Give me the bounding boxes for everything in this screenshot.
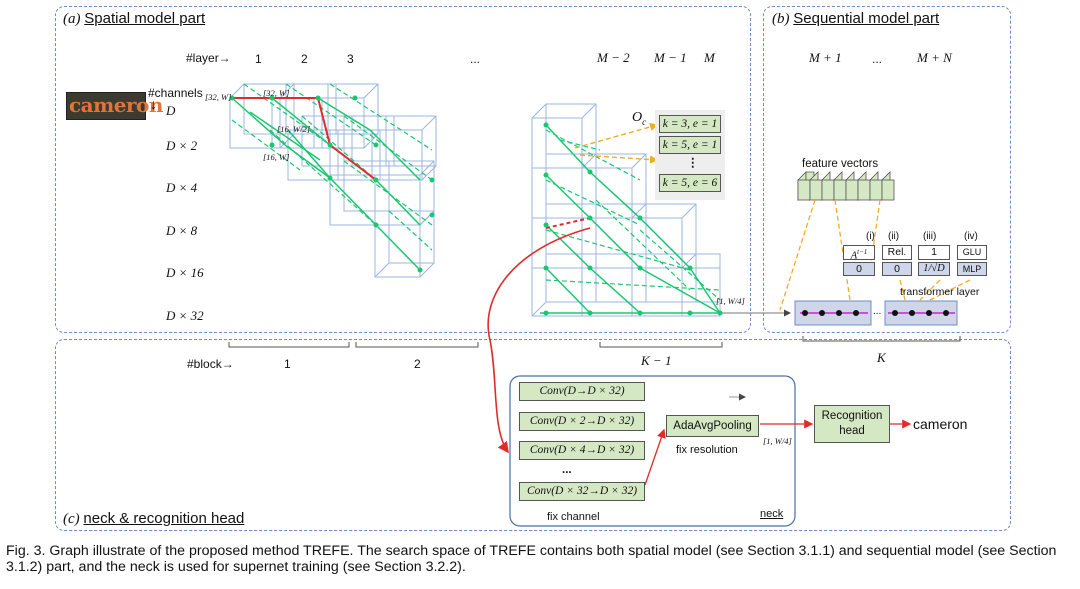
node-label-32w-b: [32, W] xyxy=(263,88,290,98)
block-brackets xyxy=(228,336,961,348)
sequential-panel xyxy=(763,6,1011,333)
ada-avg-pooling: AdaAvgPooling xyxy=(666,415,759,437)
choice-ii-bottom: 0 xyxy=(882,262,912,276)
conv-to-pool-arrows xyxy=(644,419,912,486)
right-nodes xyxy=(543,122,723,316)
transformer-label: transformer layer xyxy=(900,286,980,298)
feature-vectors xyxy=(797,171,895,201)
layer-m: M xyxy=(704,50,715,65)
right-red-path xyxy=(545,217,591,229)
diagram-canvas xyxy=(228,83,971,527)
channels-arrow: ↓ xyxy=(150,96,157,112)
left-green-edges xyxy=(231,97,421,271)
channel-d32: D × 32 xyxy=(166,308,204,323)
left-nodes xyxy=(229,95,435,273)
op-k5-e6: k = 5, e = 6 xyxy=(659,174,721,192)
fix-resolution-label: fix resolution xyxy=(676,444,738,456)
left-red-path xyxy=(232,97,377,181)
left-dashed-edges xyxy=(231,83,433,251)
layer-m-1: M − 1 xyxy=(654,50,687,65)
choice-iv-top: GLU xyxy=(957,245,987,260)
choice-iii-top: 1 xyxy=(918,245,950,260)
block-2: 2 xyxy=(414,357,421,371)
channel-d4: D × 4 xyxy=(166,180,198,195)
transformer-ellipsis: ... xyxy=(873,306,882,317)
figure-caption: Fig. 3. Graph illustrate of the proposed… xyxy=(6,543,1057,575)
to-neck-arrow xyxy=(487,227,591,454)
channel-d16: D × 16 xyxy=(166,265,204,280)
neck-panel xyxy=(55,339,1011,531)
recognition-head: Recognition head xyxy=(814,405,890,443)
block-label: #block→ xyxy=(187,357,234,371)
seq-layer-m1: M + 1 xyxy=(809,50,842,65)
choice-i-tag: (i) xyxy=(866,231,875,242)
choice-iv-bottom: MLP xyxy=(957,262,987,276)
node-label-1w4: [1, W/4] xyxy=(716,296,745,306)
transformer-chain xyxy=(794,300,958,326)
block-1: 1 xyxy=(284,357,291,371)
panel-a-title: (a) Spatial model part xyxy=(63,10,206,27)
op-k3-e1: k = 3, e = 1 xyxy=(659,115,721,133)
conv-ellipsis: ... xyxy=(562,464,572,476)
channels-label: #channels xyxy=(148,86,203,100)
conv-d2: Conv(D × 2→D × 32) xyxy=(519,412,645,431)
spatial-panel xyxy=(55,6,751,333)
node-label-32w-a: [32, W] xyxy=(205,92,232,102)
layer-1: 1 xyxy=(255,52,262,66)
choice-ii-top: Rel. xyxy=(882,245,912,260)
seq-layer-mn: M + N xyxy=(917,50,952,65)
output-text: cameron xyxy=(913,416,968,432)
neck-size-label: [1, W/4] xyxy=(763,436,792,446)
seq-k-label: K xyxy=(877,350,886,365)
layer-label: #layer→ xyxy=(186,51,231,65)
seq-layer-ellipsis: ... xyxy=(872,52,883,66)
layer-ellipsis: ... xyxy=(470,52,481,66)
choice-ii-tag: (ii) xyxy=(888,231,900,242)
panel-b-title: (b) Sequential model part xyxy=(772,10,940,27)
fix-channel-label: fix channel xyxy=(547,511,600,523)
block-k-1: K − 1 xyxy=(641,353,672,368)
node-label-16w: [16, W] xyxy=(263,152,290,162)
choice-iii-bottom: 1/√D xyxy=(918,262,950,276)
feature-vectors-label: feature vectors xyxy=(802,158,879,170)
neck-label: neck xyxy=(760,508,784,520)
feature-links xyxy=(779,199,971,311)
conv-d: Conv(D→D × 32) xyxy=(519,382,645,401)
ops-links xyxy=(574,122,659,164)
channel-d2: D × 2 xyxy=(166,138,198,153)
choice-i-top: At−1 xyxy=(843,245,875,262)
conv-d32: Conv(D × 32→D × 32) xyxy=(519,482,645,501)
input-image: cameron xyxy=(66,92,163,120)
choice-iii-tag: (iii) xyxy=(923,231,937,242)
op-k5-e1: k = 5, e = 1 xyxy=(659,136,721,154)
neck-box xyxy=(509,375,796,527)
left-supernet-grid xyxy=(229,83,437,278)
panel-c-title: (c) neck & recognition head xyxy=(63,510,245,527)
conv-d4: Conv(D × 4→D × 32) xyxy=(519,441,645,460)
choice-i-bottom: 0 xyxy=(843,262,875,276)
choice-iv-tag: (iv) xyxy=(964,231,978,242)
op-ellipsis: ⋮ xyxy=(687,157,699,169)
right-dashed-edges xyxy=(545,129,721,301)
layer-2: 2 xyxy=(301,52,308,66)
ops-label: Oc xyxy=(632,110,647,127)
channel-d: D xyxy=(166,103,176,118)
layer-m-2: M − 2 xyxy=(597,50,630,65)
node-label-16w2: [16, W/2] xyxy=(277,124,311,134)
layer-3: 3 xyxy=(347,52,354,66)
channel-d8: D × 8 xyxy=(166,223,198,238)
